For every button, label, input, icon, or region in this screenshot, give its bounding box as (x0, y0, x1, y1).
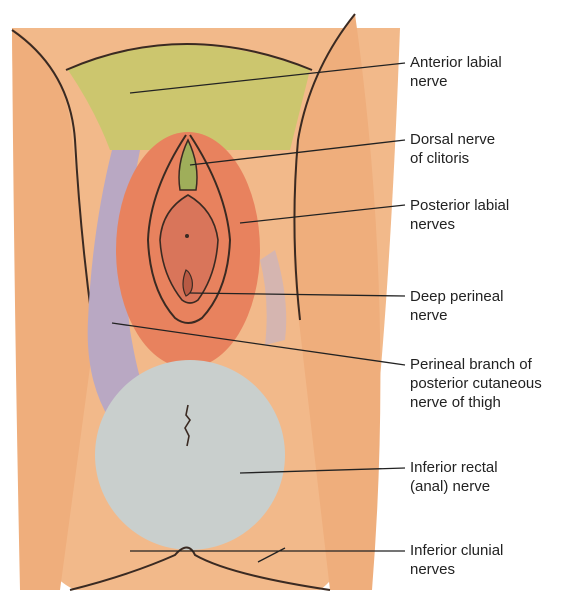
inferior-rectal-zone (95, 360, 285, 550)
label-anterior-labial-nerve: Anterior labial nerve (410, 53, 568, 91)
label-deep-perineal-nerve: Deep perineal nerve (410, 287, 568, 325)
label-perineal-branch: Perineal branch of posterior cutaneous n… (410, 355, 568, 412)
urethral-opening (185, 234, 189, 238)
label-inferior-rectal-nerve: Inferior rectal (anal) nerve (410, 458, 568, 496)
label-dorsal-nerve-of-clitoris: Dorsal nerve of clitoris (410, 130, 568, 168)
label-posterior-labial-nerves: Posterior labial nerves (410, 196, 568, 234)
label-inferior-clunial-nerves: Inferior clunial nerves (410, 541, 568, 579)
